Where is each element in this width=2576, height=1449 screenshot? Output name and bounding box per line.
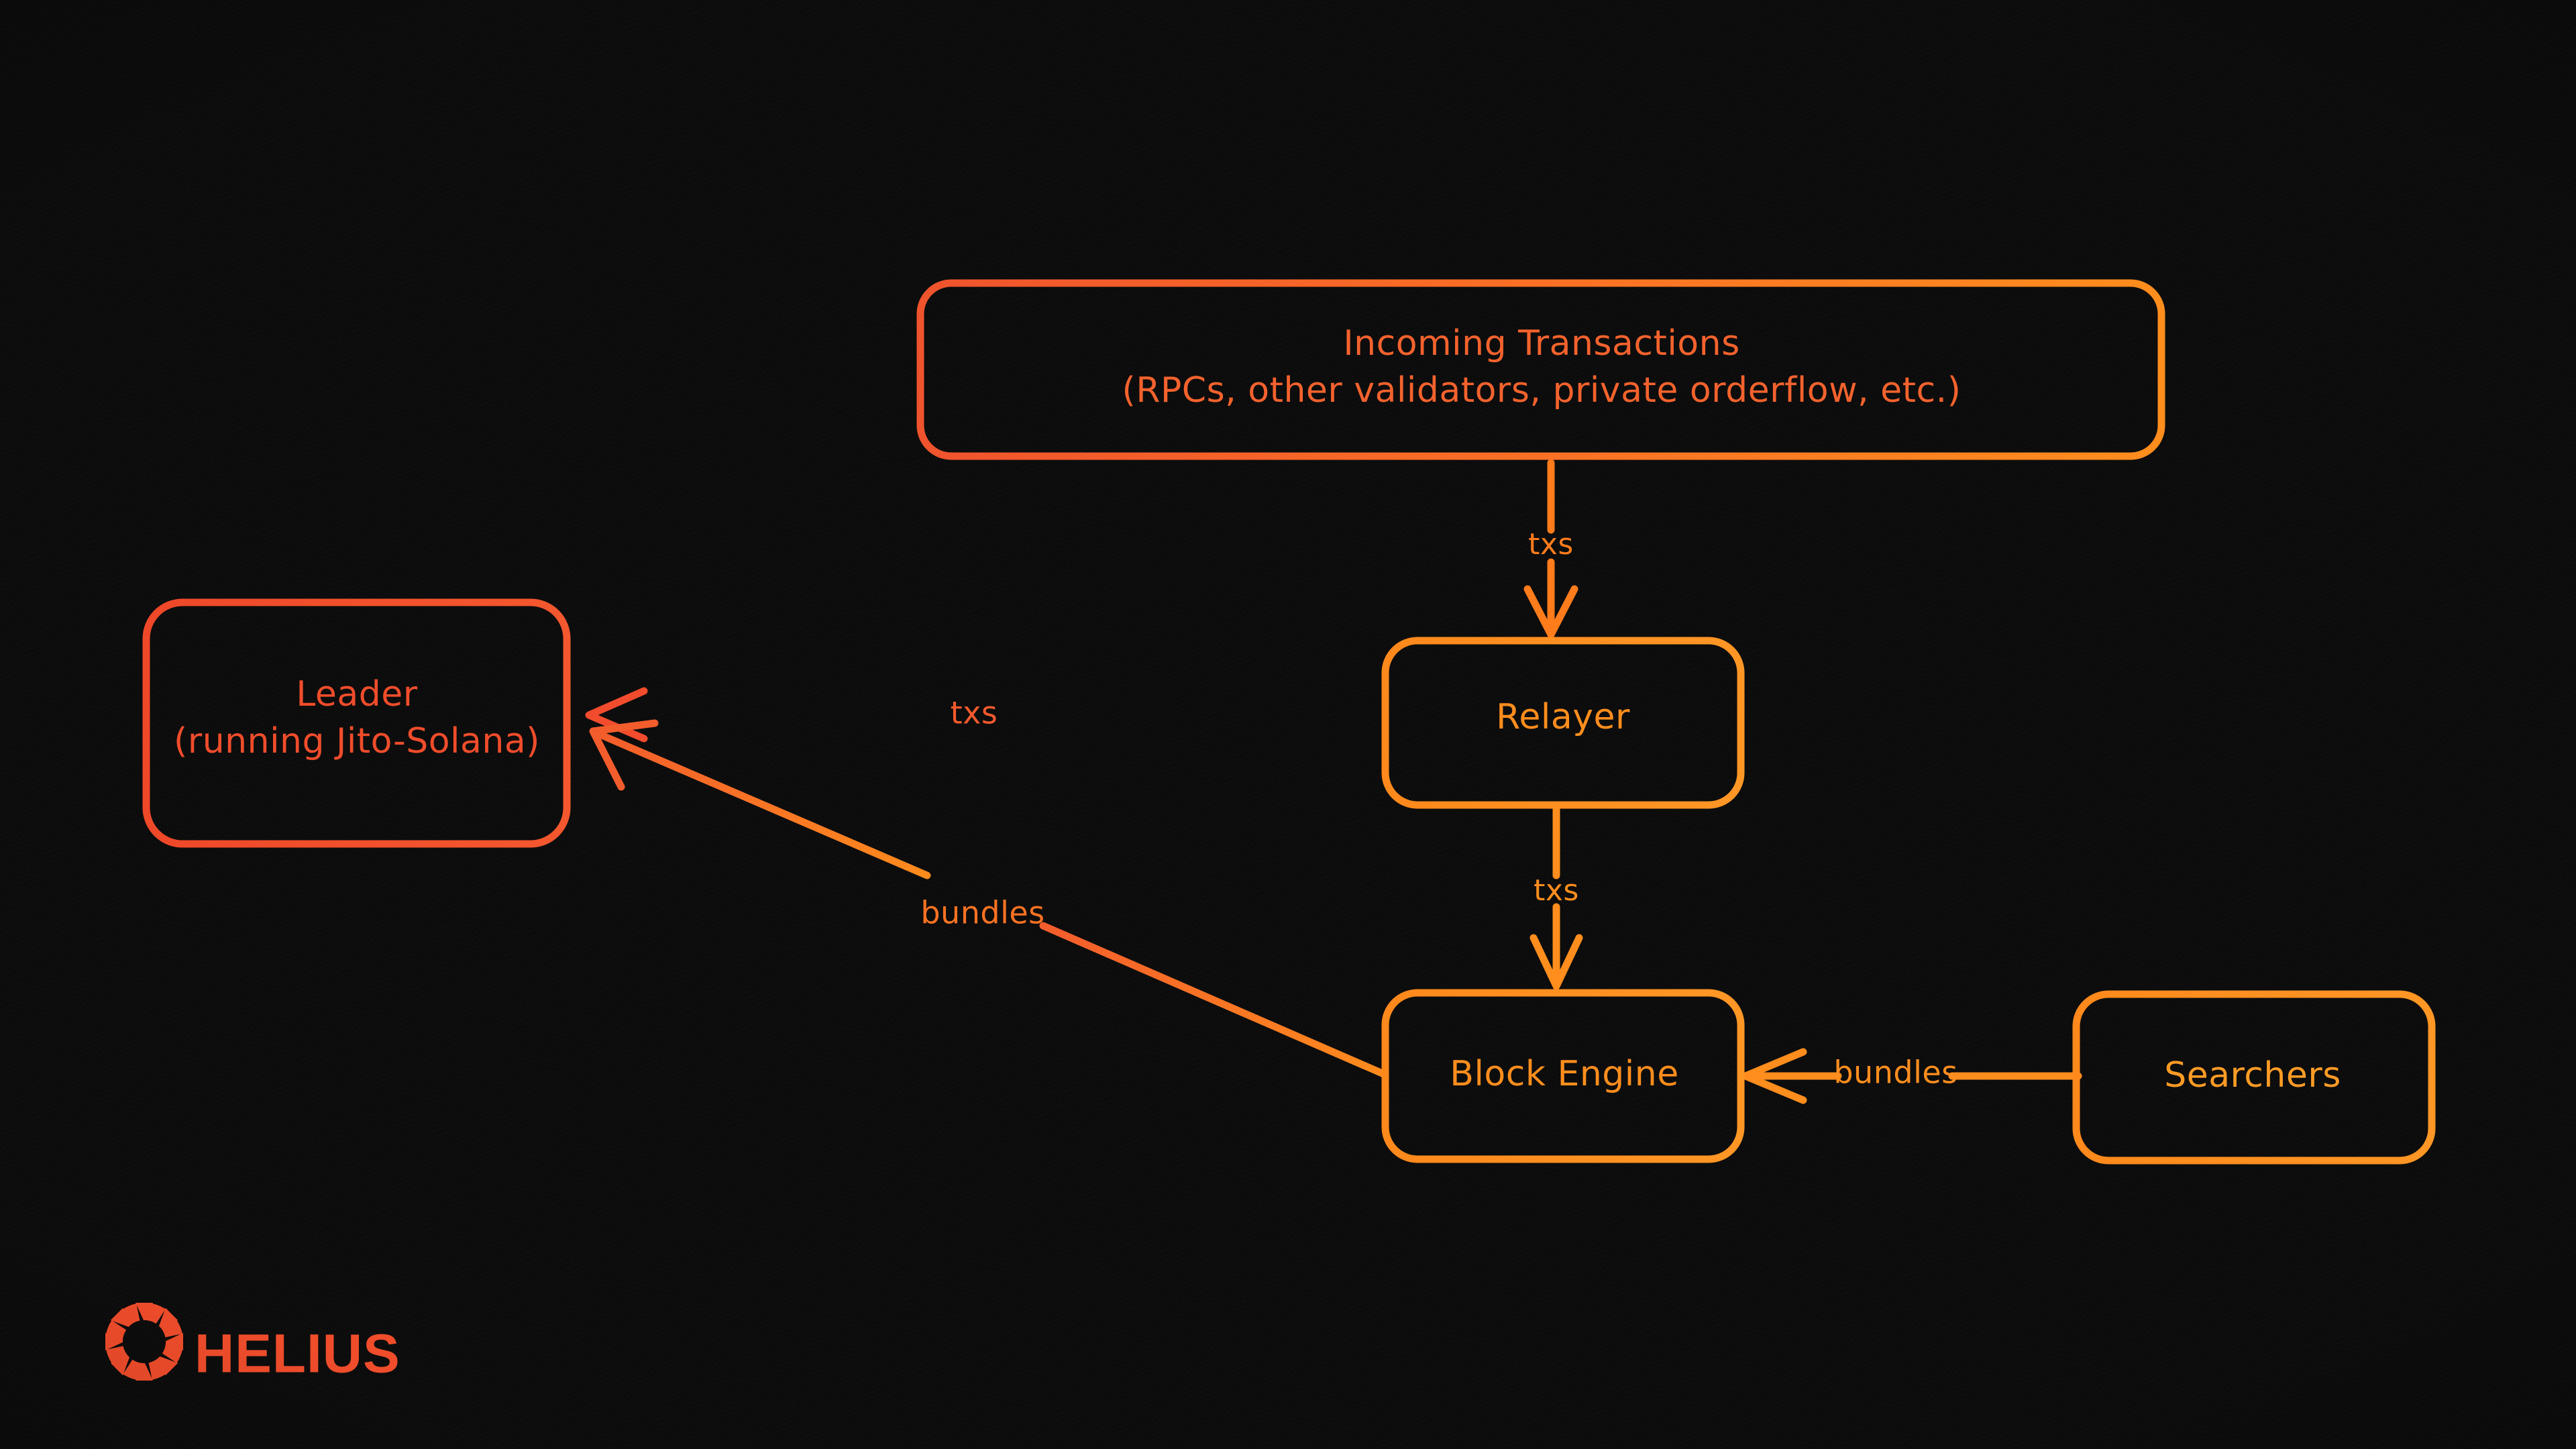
leader-line2: (running Jito-Solana) bbox=[174, 721, 540, 761]
helius-logo[interactable]: HELIUS bbox=[105, 1303, 400, 1385]
incoming-transactions-box[interactable] bbox=[916, 279, 2165, 460]
edge-relayer-to-leader: txs bbox=[585, 687, 1388, 743]
incoming-transactions-line1: Incoming Transactions bbox=[1343, 323, 1739, 364]
leader-line1: Leader bbox=[296, 674, 417, 714]
leader-node[interactable]: Leader (running Jito-Solana) bbox=[142, 598, 571, 848]
edge-label-bundles-searchers: bundles bbox=[1833, 1055, 1957, 1091]
edge-label-txs-incoming: txs bbox=[1528, 527, 1574, 561]
searchers-label: Searchers bbox=[2164, 1055, 2341, 1095]
edge-label-txs-leader: txs bbox=[951, 695, 998, 731]
incoming-transactions-node[interactable]: Incoming Transactions (RPCs, other valid… bbox=[916, 279, 2165, 460]
edge-block-engine-to-leader: bundles bbox=[589, 719, 1389, 1079]
edge-label-bundles-leader: bundles bbox=[920, 895, 1044, 931]
block-engine-node[interactable]: Block Engine bbox=[1381, 989, 1745, 1163]
helius-wordmark: HELIUS bbox=[195, 1324, 400, 1385]
edge-incoming-to-relayer: txs bbox=[1523, 459, 1578, 639]
searchers-node[interactable]: Searchers bbox=[2072, 990, 2436, 1165]
incoming-transactions-line2: (RPCs, other validators, private orderfl… bbox=[1122, 370, 1962, 411]
sunburst-icon bbox=[105, 1303, 183, 1381]
block-engine-label: Block Engine bbox=[1450, 1054, 1678, 1094]
edge-label-txs-relayer: txs bbox=[1534, 873, 1579, 908]
relayer-node[interactable]: Relayer bbox=[1381, 637, 1745, 809]
edge-searchers-to-block-engine: bundles bbox=[1741, 1048, 2082, 1104]
edge-relayer-to-block-engine: txs bbox=[1529, 804, 1583, 990]
relayer-label: Relayer bbox=[1496, 697, 1630, 737]
